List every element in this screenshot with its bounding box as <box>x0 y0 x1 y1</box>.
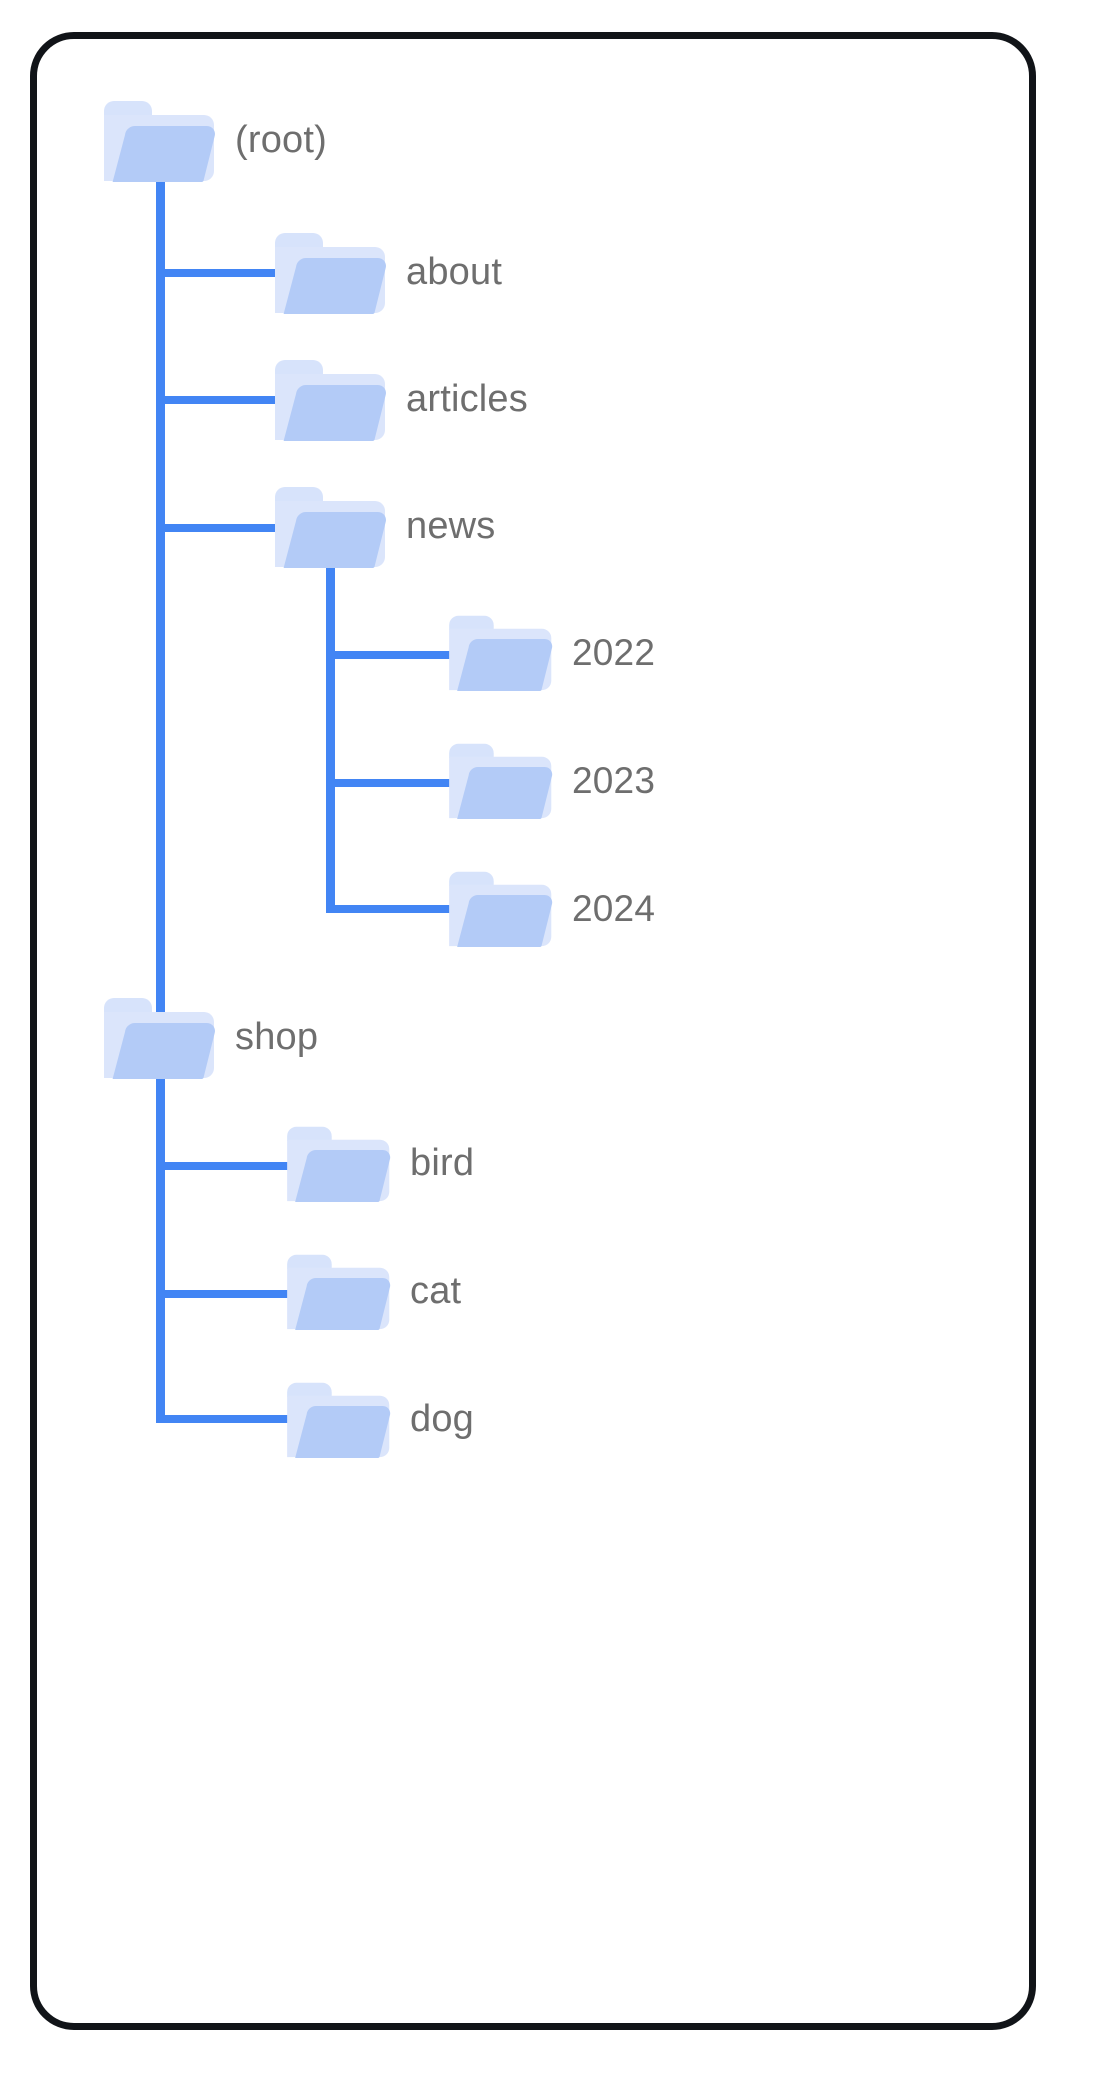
connector-root-articles <box>156 396 284 404</box>
tree-node-news-2024[interactable]: 2024 <box>448 869 655 947</box>
tree-node-news-2023[interactable]: 2023 <box>448 741 655 819</box>
connector-shop-trunk <box>156 1070 165 1422</box>
tree-node-label: dog <box>410 1398 475 1440</box>
folder-icon <box>286 1124 396 1202</box>
tree-node-label: 2022 <box>572 631 656 673</box>
tree-node-shop-bird[interactable]: bird <box>286 1124 474 1202</box>
tree-node-about[interactable]: about <box>274 230 502 314</box>
folder-icon <box>286 1380 396 1458</box>
tree-node-root[interactable]: (root) <box>103 98 327 182</box>
connector-news-2023 <box>326 779 456 787</box>
folder-icon <box>103 98 221 182</box>
tree-node-shop-cat[interactable]: cat <box>286 1252 461 1330</box>
tree-node-articles[interactable]: articles <box>274 357 528 441</box>
tree-node-label: articles <box>406 378 528 420</box>
connector-news-2022 <box>326 651 456 659</box>
folder-icon <box>274 484 392 568</box>
tree-node-label: (root) <box>235 119 327 161</box>
connector-root-news <box>156 524 284 532</box>
folder-icon <box>448 869 558 947</box>
folder-icon <box>448 613 558 691</box>
tree-node-label: bird <box>410 1142 475 1184</box>
tree-node-news-2022[interactable]: 2022 <box>448 613 655 691</box>
tree-node-shop[interactable]: shop <box>103 995 318 1079</box>
folder-icon <box>274 357 392 441</box>
connector-root-about <box>156 269 284 277</box>
tree-node-label: 2024 <box>572 887 656 929</box>
connector-root-trunk <box>156 175 165 1013</box>
connector-news-2024 <box>326 905 456 913</box>
tree-node-label: shop <box>235 1016 319 1058</box>
tree-node-label: news <box>406 505 496 547</box>
connector-shop-bird <box>156 1162 296 1170</box>
connector-news-trunk <box>326 560 335 912</box>
folder-icon <box>274 230 392 314</box>
tree-node-label: 2023 <box>572 759 656 801</box>
folder-icon <box>103 995 221 1079</box>
connector-shop-cat <box>156 1290 296 1298</box>
tree-node-label: cat <box>410 1270 462 1312</box>
folder-icon <box>448 741 558 819</box>
tree-node-label: about <box>406 251 503 293</box>
tree-node-shop-dog[interactable]: dog <box>286 1380 474 1458</box>
folder-icon <box>286 1252 396 1330</box>
connector-shop-dog <box>156 1415 296 1423</box>
tree-node-news[interactable]: news <box>274 484 496 568</box>
